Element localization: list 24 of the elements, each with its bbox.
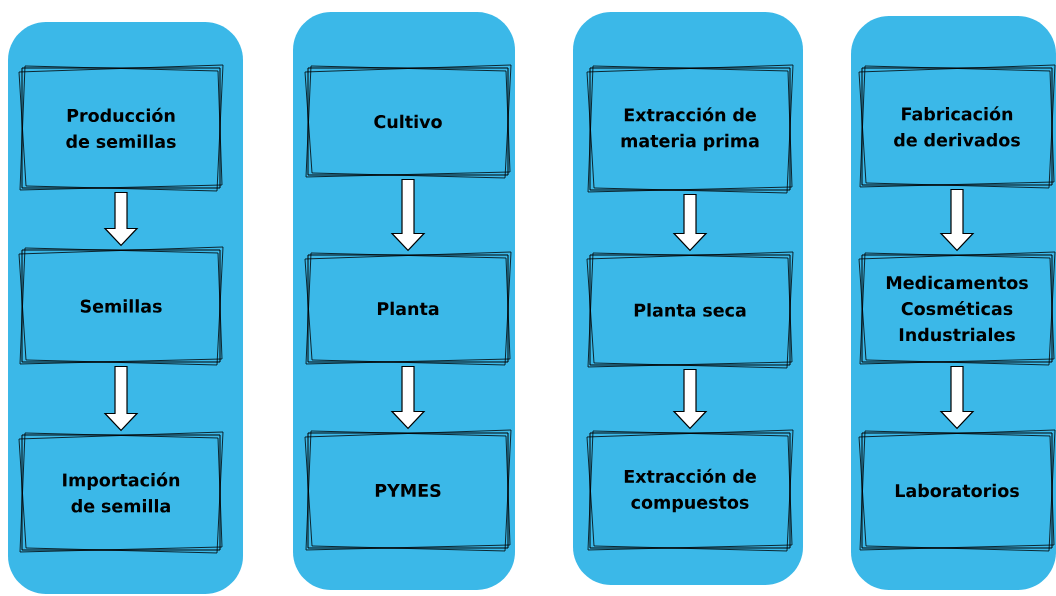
process-box: PYMES [304,429,512,552]
block-arrow [103,191,139,247]
process-box: Medicamentos Cosméticas Industriales [858,251,1056,366]
panel [8,22,243,594]
block-arrow [672,193,708,252]
process-box: Cultivo [304,64,512,179]
block-arrow [103,365,139,432]
process-box: Importación de semilla [18,431,224,554]
panel [293,12,515,590]
block-arrow [939,365,975,430]
panel [573,12,803,585]
block-arrow [672,368,708,430]
process-box: Semillas [18,246,224,366]
process-box: Planta [304,251,512,366]
process-box: Extracción de materia prima [586,64,794,194]
panel [851,16,1056,590]
block-arrow [390,365,426,430]
process-box: Laboratorios [858,429,1056,552]
block-arrow [939,188,975,252]
process-box: Fabricación de derivados [858,64,1056,189]
process-box: Planta seca [586,251,794,369]
process-box: Producción de semillas [18,64,224,192]
block-arrow [390,178,426,252]
process-box: Extracción de compuestos [586,429,794,552]
